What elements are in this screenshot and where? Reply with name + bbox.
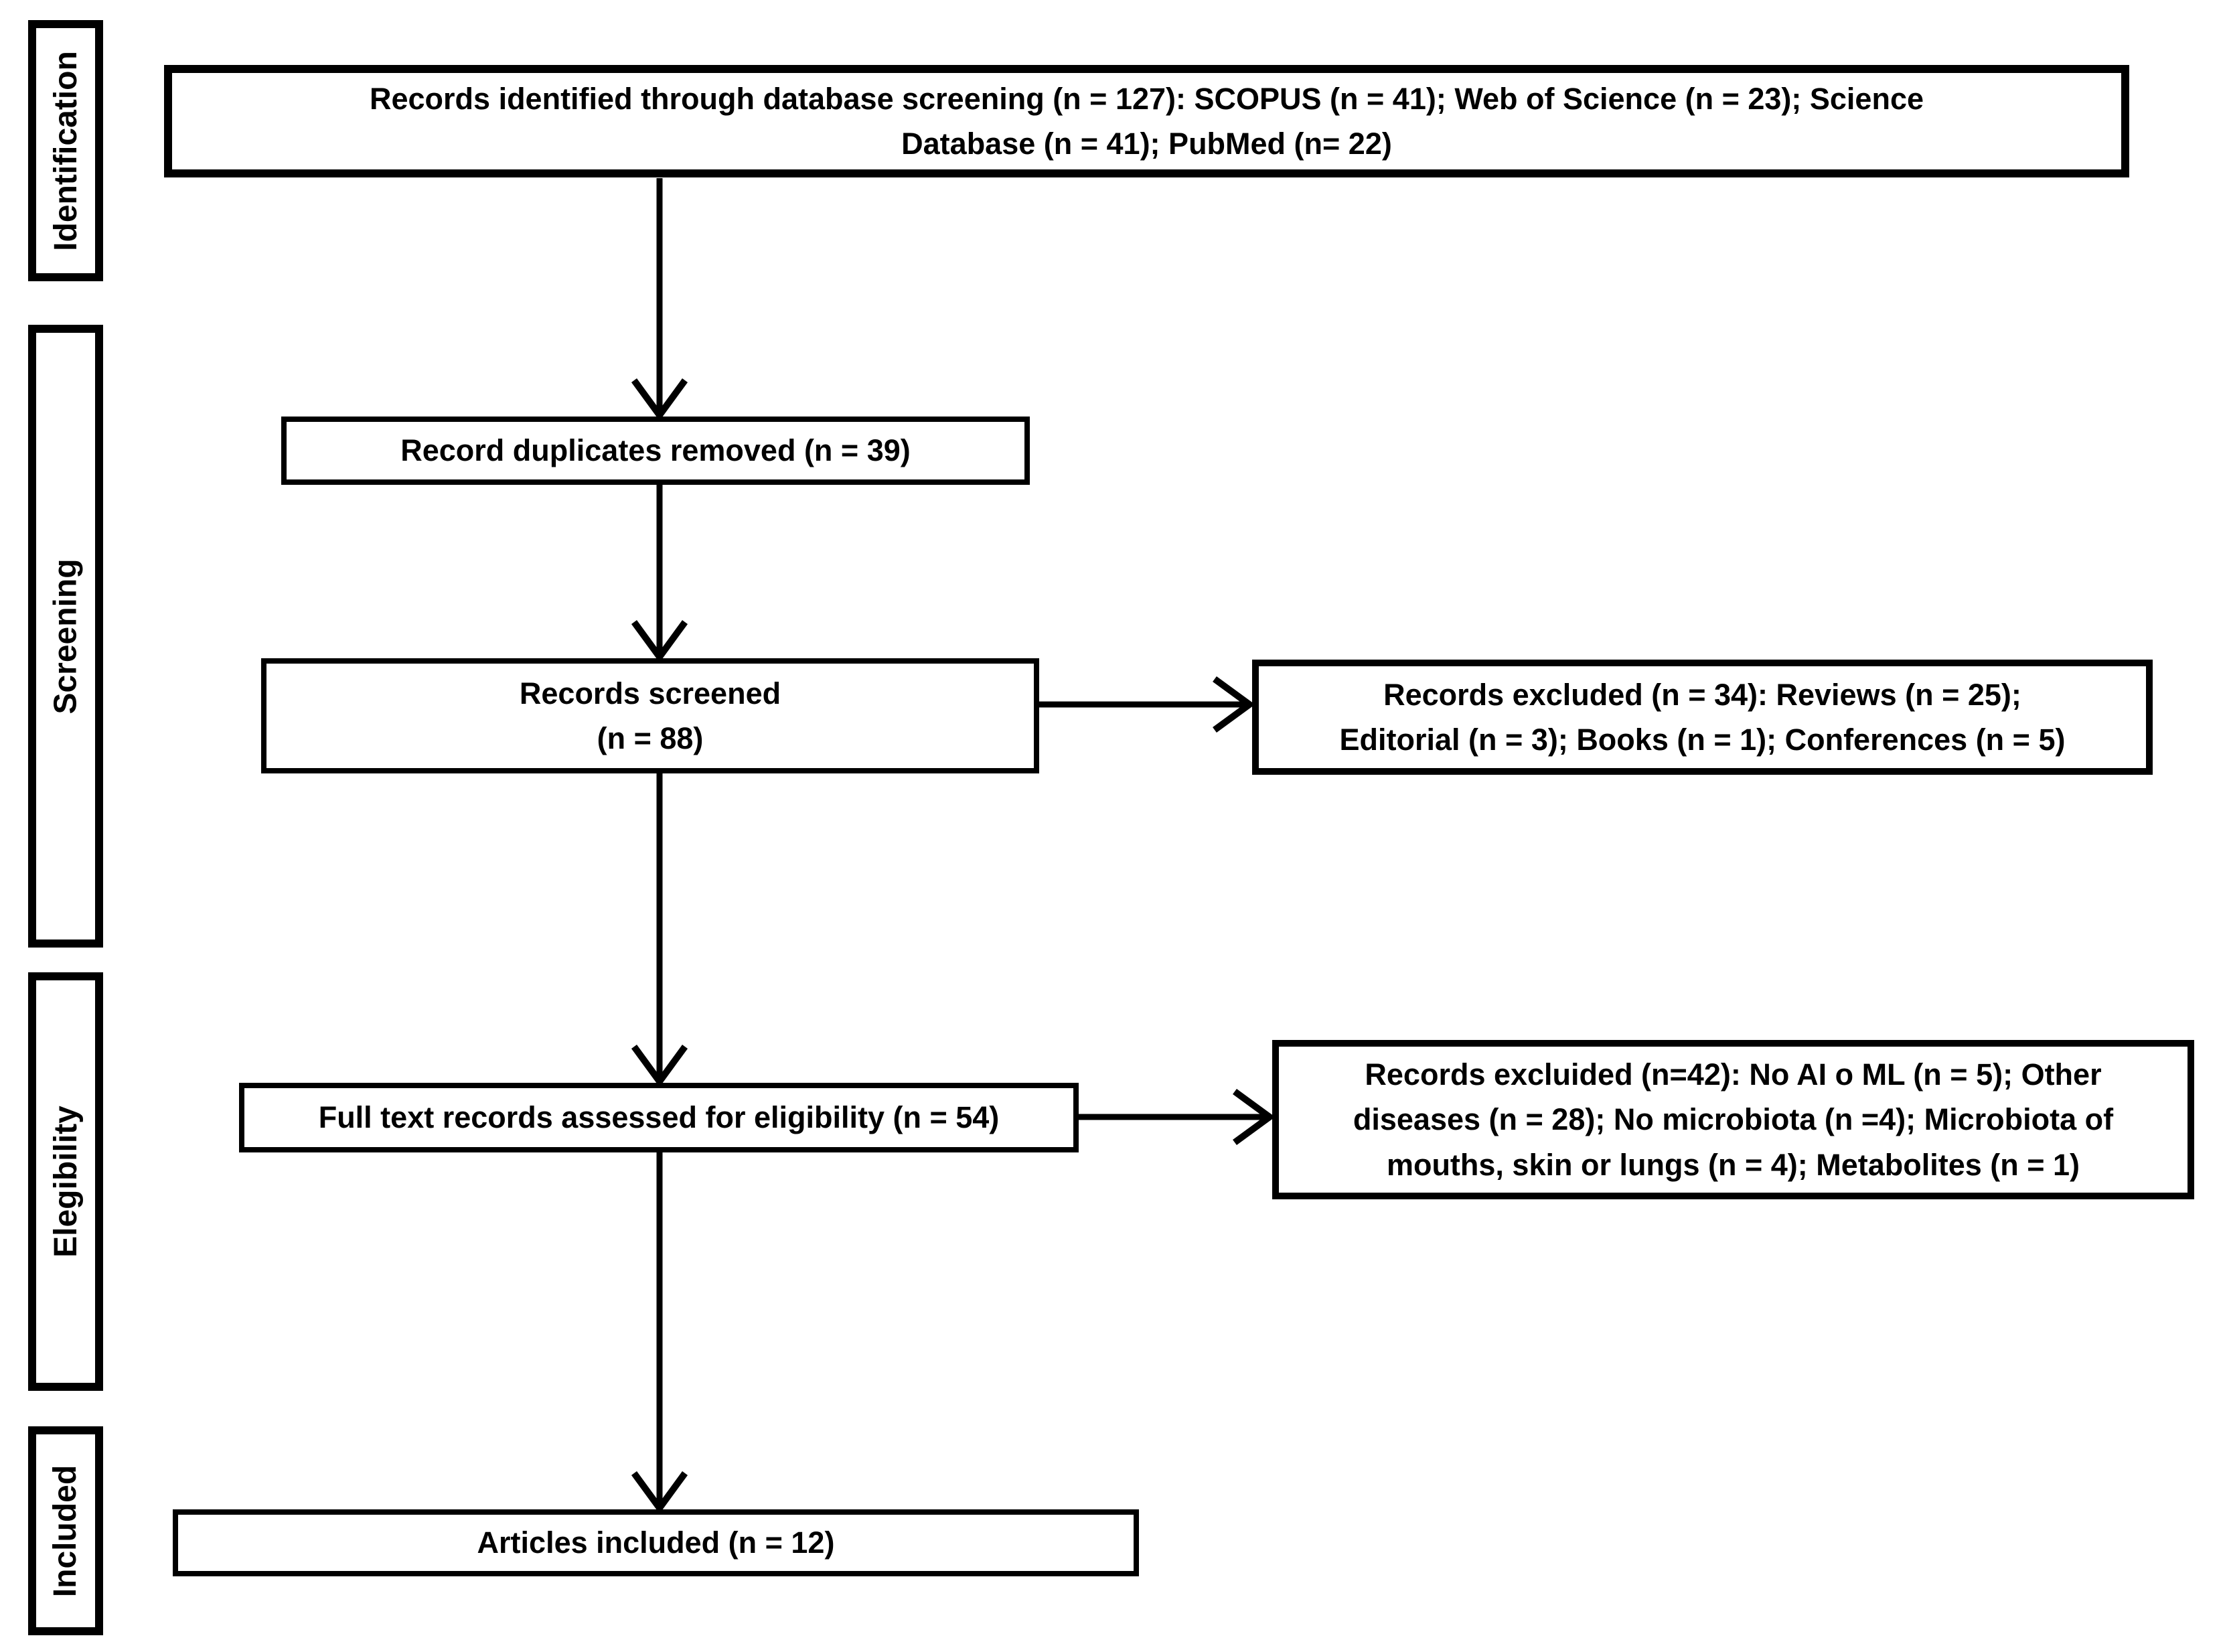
box-full-text-assessed-line-1: Full text records assessed for eligibili… xyxy=(318,1100,1000,1135)
box-records-excluded-screening-line-1: Records excluded (n = 34): Reviews (n = … xyxy=(1383,677,2021,712)
box-records-excluded-eligibility: Records excluided (n=42): No AI o ML (n … xyxy=(1272,1040,2194,1199)
stage-box-identification: Identification xyxy=(28,20,103,281)
box-records-screened: Records screened (n = 88) xyxy=(261,658,1039,773)
box-records-identified-line-2: Database (n = 41); PubMed (n= 22) xyxy=(901,127,1392,161)
stage-label-included: Included xyxy=(48,1465,84,1597)
stage-label-screening: Screening xyxy=(48,558,84,715)
stage-box-eligibility: Elegibility xyxy=(28,972,103,1391)
box-records-excluded-screening: Records excluded (n = 34): Reviews (n = … xyxy=(1252,660,2153,775)
arrow-identified-to-duplicates-icon xyxy=(631,178,688,421)
box-records-identified: Records identified through database scre… xyxy=(164,65,2129,177)
box-articles-included-line-1: Articles included (n = 12) xyxy=(477,1525,835,1560)
box-records-identified-line-1: Records identified through database scre… xyxy=(370,81,1924,116)
arrow-fulltext-to-excluded-icon xyxy=(1077,1088,1276,1146)
arrow-duplicates-to-screened-icon xyxy=(631,484,688,663)
stage-box-included: Included xyxy=(28,1426,103,1635)
arrow-screened-to-excluded-icon xyxy=(1038,676,1255,733)
box-records-excluded-screening-line-2: Editorial (n = 3); Books (n = 1); Confer… xyxy=(1339,723,2066,757)
box-records-screened-line-2: (n = 88) xyxy=(597,721,704,755)
box-records-screened-line-1: Records screened xyxy=(519,676,781,710)
box-duplicates-removed: Record duplicates removed (n = 39) xyxy=(281,417,1030,485)
box-full-text-assessed: Full text records assessed for eligibili… xyxy=(239,1083,1079,1152)
arrow-fulltext-to-included-icon xyxy=(631,1152,688,1514)
stage-box-screening: Screening xyxy=(28,325,103,948)
box-records-excluded-eligibility-line-3: mouths, skin or lungs (n = 4); Metabolit… xyxy=(1386,1147,2080,1182)
box-records-excluded-eligibility-line-2: diseases (n = 28); No microbiota (n =4);… xyxy=(1353,1102,2114,1137)
box-articles-included: Articles included (n = 12) xyxy=(173,1509,1139,1576)
box-records-excluded-eligibility-line-1: Records excluided (n=42): No AI o ML (n … xyxy=(1365,1057,2102,1092)
box-duplicates-removed-line-1: Record duplicates removed (n = 39) xyxy=(400,433,911,468)
stage-label-eligibility: Elegibility xyxy=(48,1106,84,1258)
arrow-screened-to-fulltext-icon xyxy=(631,773,688,1087)
stage-label-identification: Identification xyxy=(48,50,84,251)
